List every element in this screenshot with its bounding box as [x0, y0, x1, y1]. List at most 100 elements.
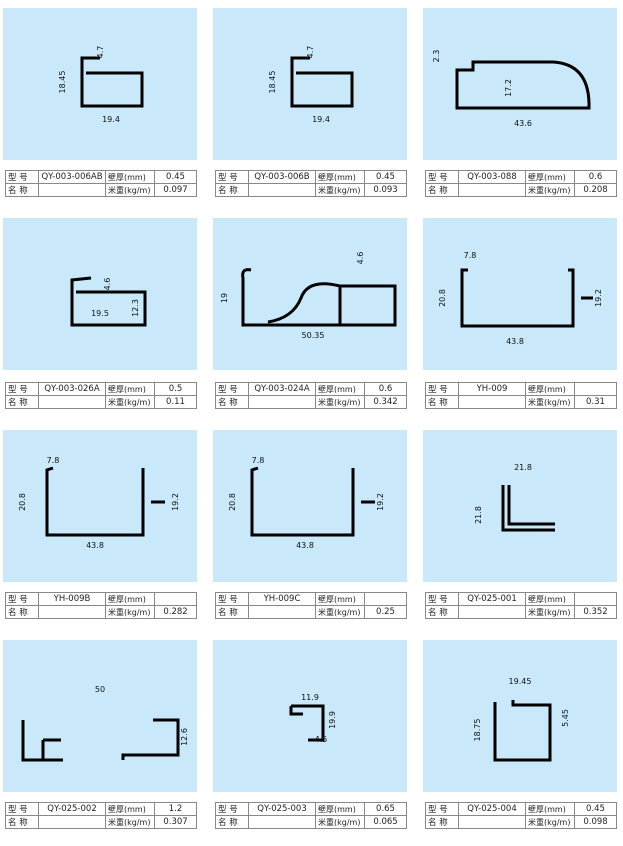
spec-table: 型 号 QY-003-006AB 壁厚(mm) 0.45 名 称 米重(kg/m…: [5, 170, 197, 197]
weight-value: 0.31: [574, 395, 617, 409]
dimension-label: 19.2: [376, 493, 385, 511]
wall-label: 壁厚(mm): [315, 592, 365, 606]
name-value: [458, 395, 526, 409]
spec-table: 型 号 QY-025-002 壁厚(mm) 1.2 名 称 米重(kg/m) 0…: [5, 802, 197, 829]
name-label: 名 称: [215, 183, 249, 197]
wall-value: 0.45: [154, 170, 197, 184]
wall-label: 壁厚(mm): [525, 170, 575, 184]
name-value: [248, 605, 316, 619]
spec-table: 型 号 QY-003-088 壁厚(mm) 0.6 名 称 米重(kg/m) 0…: [425, 170, 617, 197]
name-value: [458, 183, 526, 197]
model-label: 型 号: [425, 170, 459, 184]
name-label: 名 称: [5, 183, 39, 197]
dimension-label: 5.45: [561, 709, 570, 727]
wall-value: 0.45: [364, 170, 407, 184]
wall-value: [574, 382, 617, 396]
spec-table: 型 号 QY-025-001 壁厚(mm) 名 称 米重(kg/m) 0.352: [425, 592, 617, 619]
model-value: YH-009C: [248, 592, 316, 606]
name-value: [248, 395, 316, 409]
name-value: [38, 815, 106, 829]
weight-value: 0.307: [154, 815, 197, 829]
spec-table: 型 号 QY-025-003 壁厚(mm) 0.65 名 称 米重(kg/m) …: [215, 802, 407, 829]
spec-table: 型 号 QY-025-004 壁厚(mm) 0.45 名 称 米重(kg/m) …: [425, 802, 617, 829]
wall-value: [574, 592, 617, 606]
dimension-label: 7.8: [47, 456, 60, 465]
weight-value: 0.11: [154, 395, 197, 409]
weight-label: 米重(kg/m): [525, 183, 575, 197]
spec-table: 型 号 YH-009C 壁厚(mm) 名 称 米重(kg/m) 0.25: [215, 592, 407, 619]
weight-value: 0.093: [364, 183, 407, 197]
name-value: [38, 395, 106, 409]
dimension-label: 7.8: [464, 251, 477, 260]
dimension-label: 18.45: [268, 71, 277, 94]
dimension-label: 50: [95, 685, 105, 694]
dimension-label: 19.2: [594, 289, 603, 307]
profile-drawing: 19.45 5.45 18.75: [423, 640, 617, 792]
model-value: QY-025-002: [38, 802, 106, 816]
profile-drawing: 11.919.94.5: [213, 640, 407, 792]
model-value: QY-003-024A: [248, 382, 316, 396]
dimension-label: 19.45: [509, 677, 532, 686]
wall-label: 壁厚(mm): [105, 592, 155, 606]
dimension-label: 17.2: [504, 79, 513, 97]
wall-value: 0.6: [574, 170, 617, 184]
dimension-label: 4.5: [315, 735, 328, 744]
dimension-label: 20.8: [18, 493, 27, 511]
profile-section-shape: [21, 718, 180, 762]
name-label: 名 称: [425, 183, 459, 197]
weight-label: 米重(kg/m): [315, 605, 365, 619]
name-value: [38, 605, 106, 619]
wall-value: 0.6: [364, 382, 407, 396]
model-value: QY-003-006B: [248, 170, 316, 184]
wall-label: 壁厚(mm): [525, 802, 575, 816]
weight-label: 米重(kg/m): [315, 395, 365, 409]
profile-section-shape: [501, 485, 555, 532]
name-label: 名 称: [215, 395, 249, 409]
dimension-label: 43.6: [514, 119, 532, 128]
dimension-label: 43.8: [296, 541, 314, 550]
weight-value: 0.065: [364, 815, 407, 829]
profile-card: 19.45 5.45 18.75 型 号 QY-025-004 壁厚(mm) 0.4…: [423, 640, 617, 829]
model-label: 型 号: [215, 592, 249, 606]
name-label: 名 称: [5, 815, 39, 829]
spec-table: 型 号 QY-003-026A 壁厚(mm) 0.5 名 称 米重(kg/m) …: [5, 382, 197, 409]
weight-value: 0.352: [574, 605, 617, 619]
name-value: [458, 605, 526, 619]
dimension-label: 19.9: [328, 711, 337, 729]
spec-table: 型 号 YH-009B 壁厚(mm) 名 称 米重(kg/m) 0.282: [5, 592, 197, 619]
spec-table: 型 号 QY-003-006B 壁厚(mm) 0.45 名 称 米重(kg/m)…: [215, 170, 407, 197]
dimension-label: 2.3: [432, 50, 441, 63]
weight-value: 0.097: [154, 183, 197, 197]
profile-section-shape: [241, 268, 397, 327]
name-value: [248, 183, 316, 197]
name-label: 名 称: [215, 605, 249, 619]
model-value: QY-003-026A: [38, 382, 106, 396]
profile-drawing: 2.3 17.2 43.6: [423, 8, 617, 160]
model-value: QY-003-006AB: [38, 170, 106, 184]
weight-value: 0.282: [154, 605, 197, 619]
model-label: 型 号: [5, 382, 39, 396]
dimension-label: 21.8: [514, 463, 532, 472]
dimension-label: 18.75: [473, 719, 482, 742]
model-value: QY-025-004: [458, 802, 526, 816]
profile-section-shape: [80, 56, 144, 108]
weight-value: 0.342: [364, 395, 407, 409]
model-value: QY-025-003: [248, 802, 316, 816]
model-label: 型 号: [425, 802, 459, 816]
name-label: 名 称: [5, 395, 39, 409]
wall-label: 壁厚(mm): [105, 170, 155, 184]
name-value: [458, 815, 526, 829]
dimension-label: 19: [220, 293, 229, 303]
model-label: 型 号: [215, 382, 249, 396]
